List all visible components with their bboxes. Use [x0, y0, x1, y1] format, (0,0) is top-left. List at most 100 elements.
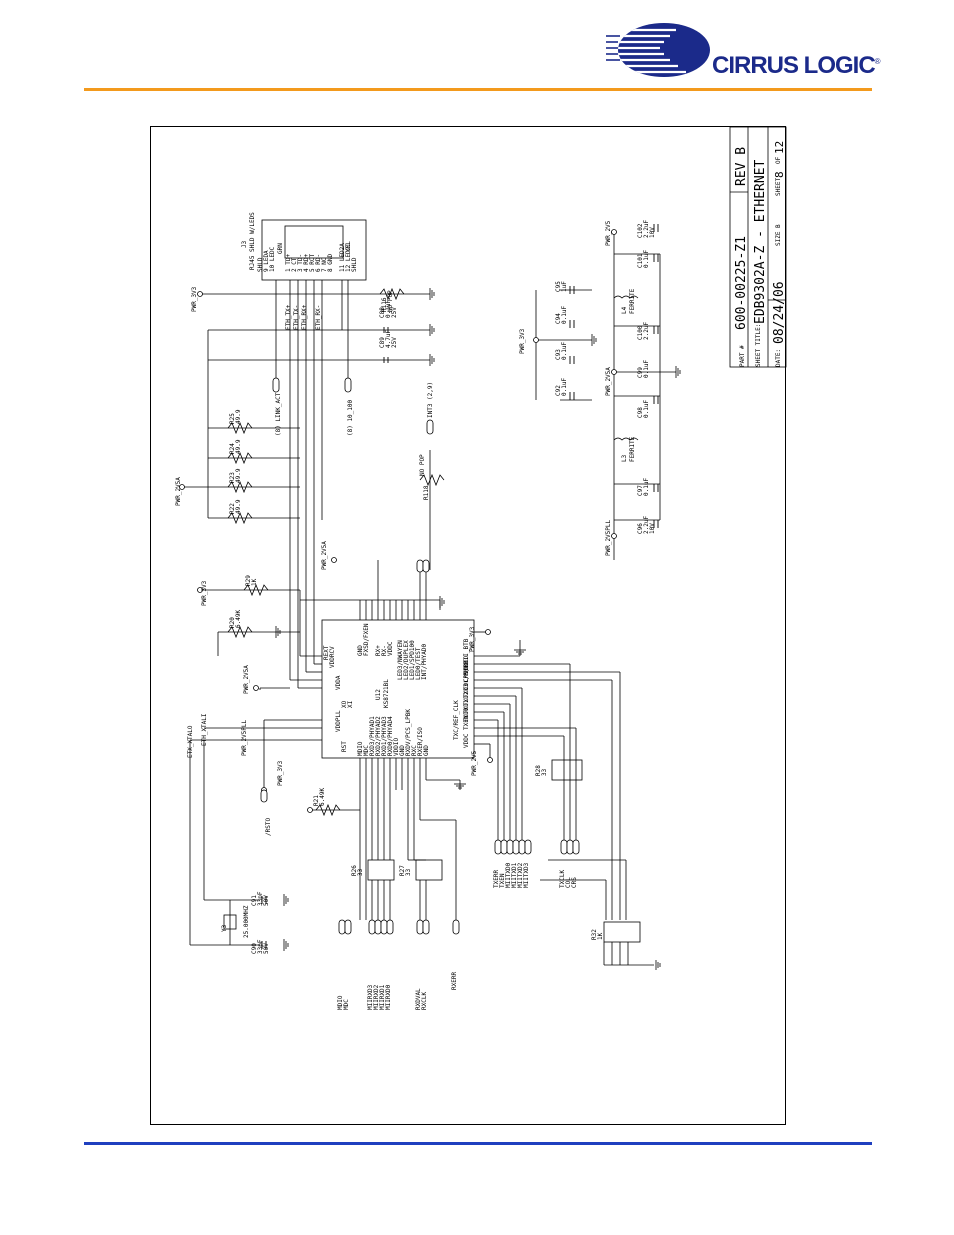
r29-value: 1K [251, 578, 258, 586]
cirrus-logic-logo-icon [606, 23, 710, 77]
l4-value: FERRITE [629, 288, 636, 314]
pwr-2v5a-b: PWR_2V5A [321, 541, 328, 570]
c88-ref: C88 [379, 307, 386, 318]
l4-ref: L4 [621, 306, 628, 314]
net-eth-xtali: ETH_XTALI [201, 713, 208, 746]
pwr-3v3-b: PWR_3V3 [201, 580, 208, 606]
r116-value: NO POP [387, 290, 394, 312]
pwr-3v5: PWR_2V5 [605, 220, 612, 246]
j3-pin-leda: 9 LEDA [263, 250, 270, 272]
j3-pin-1: 1 TD+ [285, 254, 292, 272]
net-txen: TXEN [499, 873, 506, 888]
c100-ref: C100 [637, 325, 644, 340]
pwr-3v3-a: PWR_3V3 [191, 286, 198, 312]
j3-pin-6: 6 RD- [315, 254, 322, 272]
u12-pin-vddio: VDDIO [393, 738, 400, 756]
r116-ref: R116 [381, 297, 388, 312]
net-int3: INT3 (2,9) [427, 382, 434, 418]
led-yel: YEL [345, 241, 352, 252]
c90-value: 33pF [257, 939, 264, 954]
c89-ref: C89 [379, 337, 386, 348]
net-miitxd0: MIITXD0 [505, 862, 512, 888]
r24-value: 49.9 [235, 439, 242, 454]
net-miitxd2: MIITXD2 [517, 862, 524, 888]
schematic-frame [150, 126, 786, 1125]
u12-pin-int: INT/PHYAD0 [421, 643, 428, 680]
footer-rule [84, 1142, 872, 1145]
c96-value: 2.2uF [643, 516, 650, 534]
c98-value: 0.1uF [643, 400, 650, 418]
net-rsto: /RSTO [265, 818, 272, 836]
r20-ref: R20 [229, 617, 236, 628]
sheet-total: 12 [773, 141, 786, 154]
u12-pin-rext: REXT [323, 645, 330, 660]
resistor-pack-r32 [603, 921, 641, 943]
u12-pin-txc: TXC/REF_CLK [453, 700, 460, 740]
j3-pin-shld2: SHLD [351, 257, 358, 272]
c99-ref: C99 [637, 367, 644, 378]
u12-pin-crs: CRS/RMII_BTB [463, 638, 470, 682]
u12-pin-txd1: TXD1 [463, 699, 470, 714]
j3-pin-2: 2 CT [291, 257, 298, 272]
c89-rating: 25V [391, 337, 398, 348]
net-eth-rx-minus: ETH_RX- [315, 305, 322, 330]
c90-rating: 50V [263, 943, 270, 954]
u12-pin-rxd3: RXD3/PHYAD1 [369, 716, 376, 756]
u12-pin-rxm: RX- [381, 645, 388, 656]
r22-value: 49.9 [235, 499, 242, 514]
c91-ref: C91 [251, 895, 258, 906]
u12-pin-rxd1: RXD1/PHYAD3 [381, 716, 388, 756]
resistor-pack-r27 [415, 859, 443, 881]
part-label: PART # [739, 345, 746, 367]
u12-ref: U12 [375, 689, 382, 700]
revision: REV B [734, 147, 749, 186]
j3-pin-7: 7 NC [321, 257, 328, 272]
c99-value: 0.1uF [643, 360, 650, 378]
c96-rating: 10V [649, 523, 656, 534]
c92-value: 0.1uF [561, 378, 568, 396]
size: SIZE B [775, 224, 782, 246]
u12-pin-vddpll: VDDPLL [335, 710, 342, 732]
r32-ref: R32 [591, 929, 598, 940]
crystal-y3 [223, 914, 237, 930]
u12-pin-txd2: TXD2 [463, 691, 470, 706]
r21-value: 6.49K [319, 788, 326, 806]
sheet-number: 8 [773, 171, 786, 178]
brand-name: CIRRUS LOGIC® [712, 52, 881, 79]
date-label: DATE: [775, 349, 782, 367]
c102-rating: 10V [649, 227, 656, 238]
r21-ref: R21 [313, 795, 320, 806]
net-miitxd3: MIITXD3 [523, 862, 530, 888]
c91-rating: 50V [263, 895, 270, 906]
net-txerr: TXERR [493, 870, 500, 888]
net-rxclk: RXCLK [421, 992, 428, 1010]
c101-value: 0.1uF [643, 250, 650, 268]
net-etx-xtalo: ETX_XTALO [187, 725, 194, 758]
net-eth-rx-plus: ETH_RX+ [301, 304, 308, 330]
c98-ref: C98 [637, 407, 644, 418]
net-eth-tx-plus: ETH_TX+ [285, 304, 292, 330]
net-rxerr: RXERR [451, 972, 458, 990]
r118-ref: R118 [423, 485, 430, 500]
r27-ref: R27 [399, 865, 406, 876]
u12-pin-rxp: RX+ [375, 645, 382, 656]
c102-ref: C102 [637, 223, 644, 238]
net-eth-tx-minus: ETH_TX- [293, 305, 300, 330]
r24-ref: R24 [229, 443, 236, 454]
c93-ref: C93 [555, 349, 562, 360]
c92-ref: C92 [555, 385, 562, 396]
net-miirxd2: MIIRXD2 [373, 984, 380, 1010]
r26-value: 33 [357, 868, 364, 876]
u12-pin-led2: LED2/DUPLEX [403, 640, 410, 680]
j3-pin-shld: SHLD [257, 257, 264, 272]
r27-value: 33 [405, 868, 412, 876]
j3-desc: RJ45 SHLD W/LEDS [249, 212, 256, 270]
u12-pin-mdio: MDIO [357, 741, 364, 756]
c102-value: 2.2uF [643, 220, 650, 238]
j3-pin-11: 11 LED2A [339, 243, 346, 272]
u12-pin-gnd: GND [357, 645, 364, 656]
c95-ref: C95 [555, 281, 562, 292]
u12-pin-vddio-r: VDDIO [463, 656, 470, 674]
pwr-3v3-e: PWR_3V3 [519, 328, 526, 354]
date: 08/24/06 [772, 281, 787, 344]
